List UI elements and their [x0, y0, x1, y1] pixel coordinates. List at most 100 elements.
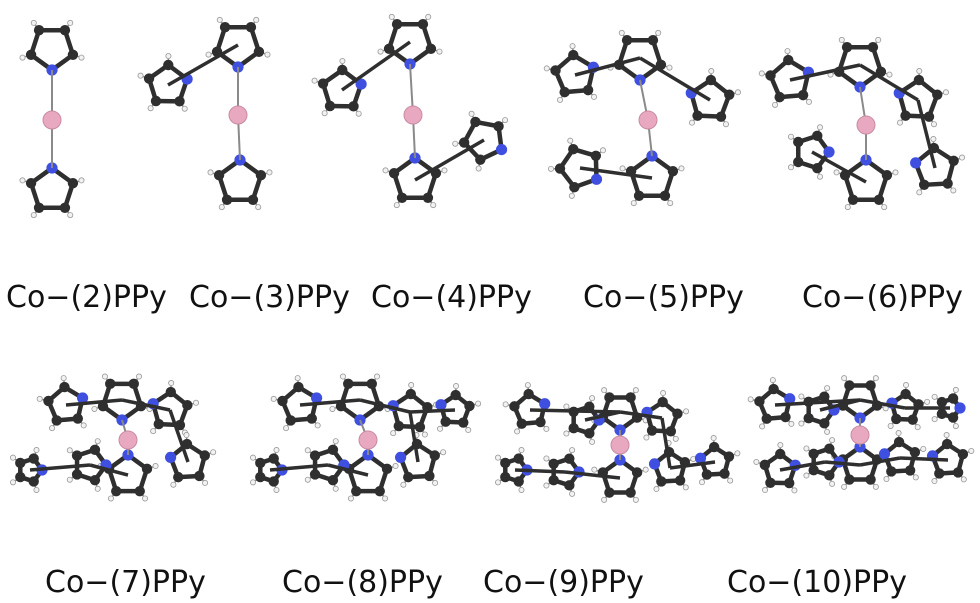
carbon-atom [105, 378, 116, 390]
nitrogen-atom [648, 458, 661, 470]
hydrogen-atom [632, 496, 639, 503]
hydrogen-atom [924, 398, 931, 405]
nitrogen-atom [823, 146, 835, 158]
hydrogen-atom [321, 110, 328, 117]
carbon-atom [568, 423, 579, 434]
hydrogen-atom [805, 98, 812, 105]
carbon-atom [657, 396, 668, 408]
carbon-atom [705, 74, 717, 86]
carbon-atom [475, 154, 486, 165]
carbon-atom [141, 463, 153, 475]
molecule-Co−(5)PPy [543, 29, 741, 207]
hydrogen-atom [168, 380, 175, 387]
carbon-atom [948, 155, 959, 166]
hydrogen-atom [142, 495, 149, 502]
carbon-atom [28, 453, 39, 464]
carbon-atom [429, 450, 440, 461]
hydrogen-atom [339, 58, 346, 65]
carbon-atom [15, 471, 26, 483]
carbon-atom [621, 35, 633, 46]
hydrogen-atom [758, 70, 765, 77]
nitrogen-atom [394, 451, 407, 464]
hydrogen-atom [250, 479, 257, 486]
label-co-9ppy: Co−(9)PPy [483, 565, 644, 600]
carbon-atom [564, 480, 575, 491]
hydrogen-atom [266, 169, 273, 176]
bond [65, 398, 123, 407]
carbon-atom [500, 471, 511, 483]
hydrogen-atom [931, 393, 938, 400]
hydrogen-atom [150, 428, 157, 435]
carbon-atom [847, 194, 859, 205]
hydrogen-atom [400, 481, 407, 488]
hydrogen-atom [942, 89, 949, 96]
carbon-atom [881, 170, 893, 181]
hydrogen-atom [94, 438, 101, 445]
carbon-atom [625, 392, 636, 403]
bond [408, 411, 420, 463]
hydrogen-atom [66, 476, 73, 483]
bond [859, 456, 901, 467]
hydrogen-atom [841, 375, 848, 382]
bond [779, 460, 826, 472]
bond [859, 63, 919, 102]
bond [824, 460, 861, 467]
carbon-atom [351, 485, 362, 497]
carbon-atom [886, 466, 897, 477]
hydrogen-atom [543, 482, 550, 489]
bond [819, 398, 861, 412]
hydrogen-atom [10, 479, 17, 486]
carbon-atom [865, 380, 876, 391]
carbon-atom [393, 420, 404, 432]
molecule-Co−(8)PPy [250, 373, 482, 502]
cobalt-atom [856, 115, 876, 135]
hydrogen-atom [777, 442, 784, 449]
carbon-atom [904, 465, 916, 476]
carbon-atom [812, 130, 823, 142]
carbon-atom [631, 467, 643, 478]
carbon-atom [633, 190, 645, 201]
carbon-atom [604, 392, 615, 403]
carbon-atom [153, 418, 164, 430]
carbon-atom [936, 396, 948, 408]
hydrogen-atom [60, 375, 67, 382]
hydrogen-atom [872, 483, 879, 490]
carbon-atom [559, 86, 570, 98]
carbon-atom [647, 35, 659, 46]
carbon-atom [277, 395, 288, 407]
hydrogen-atom [887, 422, 894, 429]
carbon-atom [221, 194, 233, 205]
carbon-atom [775, 448, 786, 460]
carbon-atom [71, 469, 83, 480]
cobalt-atom [228, 105, 248, 125]
carbon-atom [324, 100, 336, 112]
label-co-8ppy: Co−(8)PPy [282, 565, 443, 600]
hydrogen-atom [798, 420, 805, 427]
carbon-atom [841, 42, 853, 53]
carbon-atom [67, 49, 79, 60]
carbon-atom [25, 49, 37, 60]
carbon-atom [374, 485, 385, 497]
cobalt-atom [42, 110, 62, 130]
hydrogen-atom [374, 373, 381, 380]
hydrogen-atom [824, 385, 831, 392]
hydrogen-atom [543, 425, 550, 432]
carbon-atom [219, 22, 231, 33]
hydrogen-atom [441, 167, 448, 174]
carbon-atom [761, 413, 772, 424]
hydrogen-atom [708, 68, 715, 75]
hydrogen-atom [642, 466, 649, 473]
hydrogen-atom [137, 72, 144, 79]
molecule-Co−(10)PPy [747, 375, 975, 494]
hydrogen-atom [332, 485, 339, 492]
hydrogen-atom [683, 408, 690, 415]
carbon-atom [255, 170, 267, 181]
nitrogen-atom [694, 452, 707, 464]
cobalt-atom [610, 435, 630, 455]
hydrogen-atom [270, 395, 277, 402]
hydrogen-atom [170, 481, 177, 488]
carbon-atom [646, 425, 658, 436]
carbon-atom [812, 162, 823, 174]
carbon-atom [335, 400, 347, 412]
carbon-atom [824, 443, 835, 454]
